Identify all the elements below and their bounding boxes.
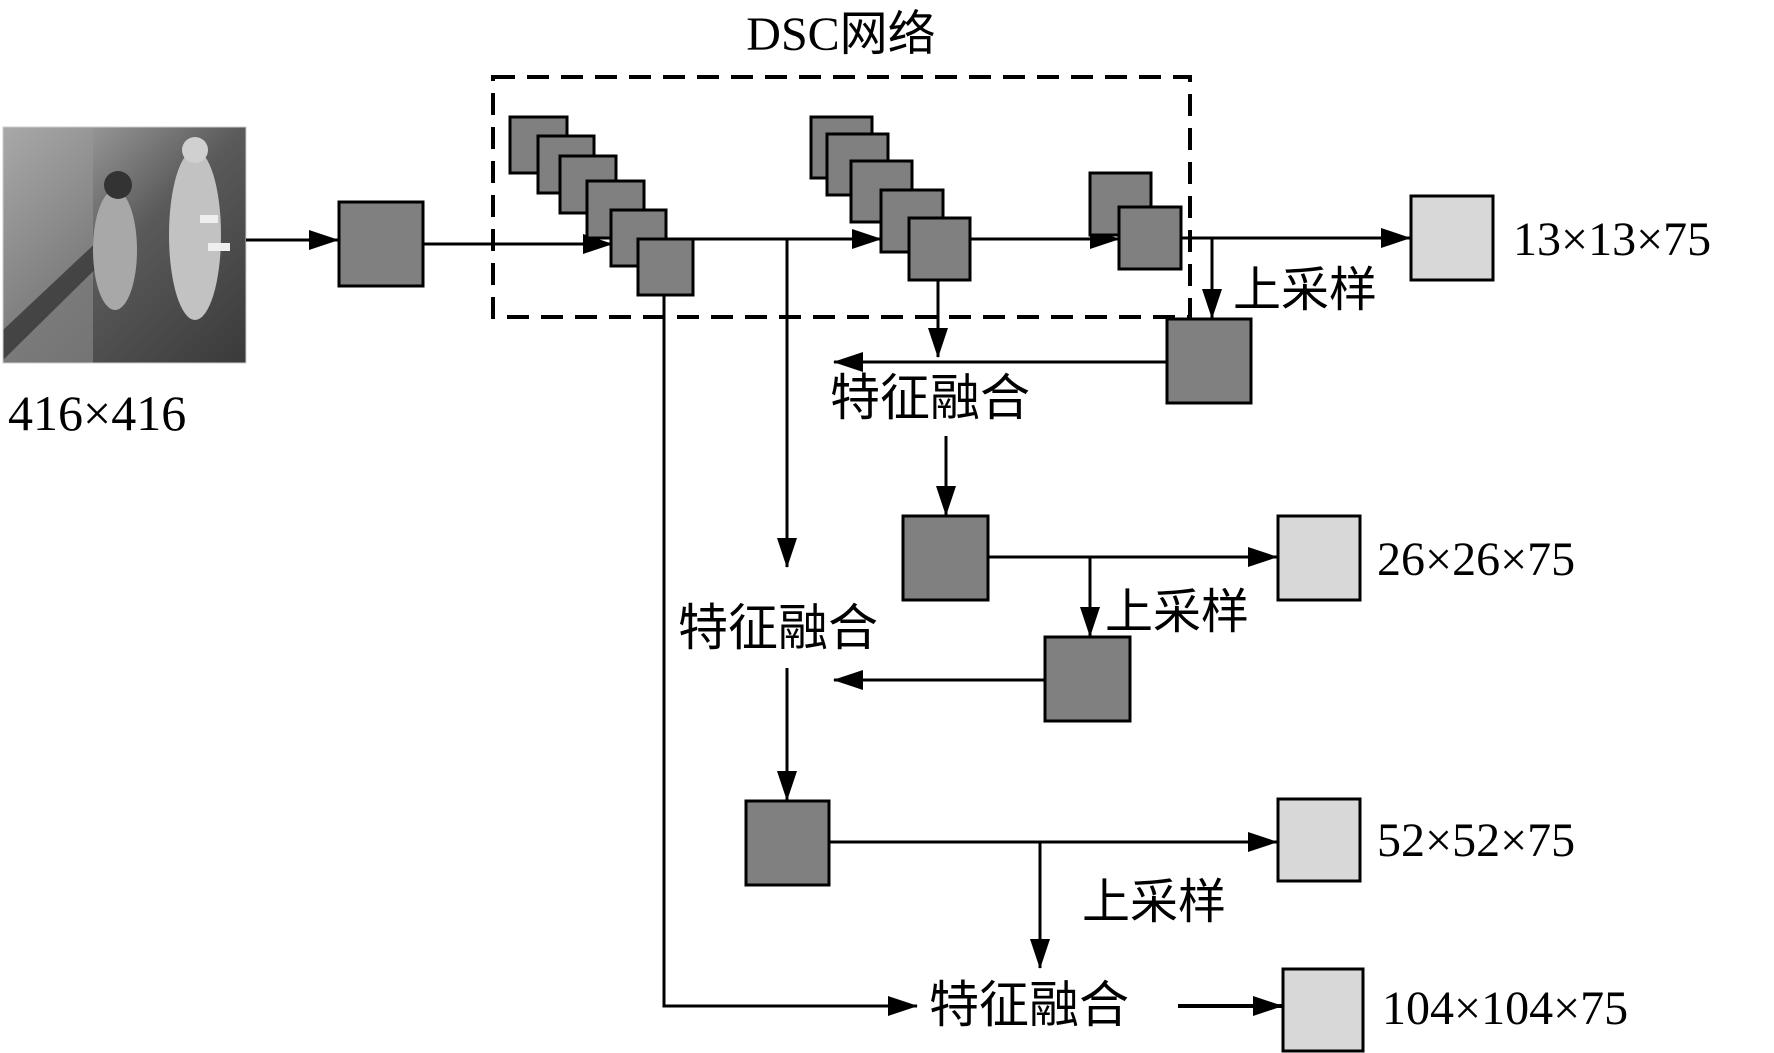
arrow-stack1-to-fusion3 — [662, 295, 918, 1016]
dsc-block-stack-1 — [508, 115, 695, 297]
upsample-label-3: 上采样 — [1082, 876, 1226, 929]
output-box-13 — [1409, 194, 1495, 282]
output-label-52: 52×52×75 — [1377, 814, 1575, 867]
output-label-26: 26×26×75 — [1377, 533, 1575, 586]
fusion-label-3: 特征融合 — [929, 977, 1129, 1033]
conv-layer-upsample-1 — [1165, 317, 1253, 405]
dsc-block-stack-2 — [809, 115, 972, 282]
output-box-52 — [1276, 797, 1362, 883]
fusion-label-2: 特征融合 — [678, 600, 878, 656]
fusion-label-1: 特征融合 — [830, 370, 1030, 426]
output-box-104 — [1281, 967, 1365, 1053]
dsc-block-stack-3 — [1088, 171, 1183, 271]
upsample-label-1: 上采样 — [1233, 264, 1377, 317]
output-label-104: 104×104×75 — [1382, 982, 1628, 1035]
output-box-26 — [1276, 514, 1362, 602]
input-size-label: 416×416 — [8, 385, 186, 441]
output-label-13: 13×13×75 — [1513, 213, 1711, 266]
dsc-network-boundary — [491, 75, 1192, 319]
dsc-network-title: DSC网络 — [746, 8, 935, 61]
conv-layer-scale-52 — [744, 799, 831, 887]
input-image — [2, 126, 247, 364]
conv-layer-scale-26 — [901, 514, 990, 602]
upsample-label-2: 上采样 — [1105, 586, 1249, 639]
conv-layer-upsample-2 — [1043, 635, 1132, 723]
conv-layer-initial — [337, 200, 425, 288]
